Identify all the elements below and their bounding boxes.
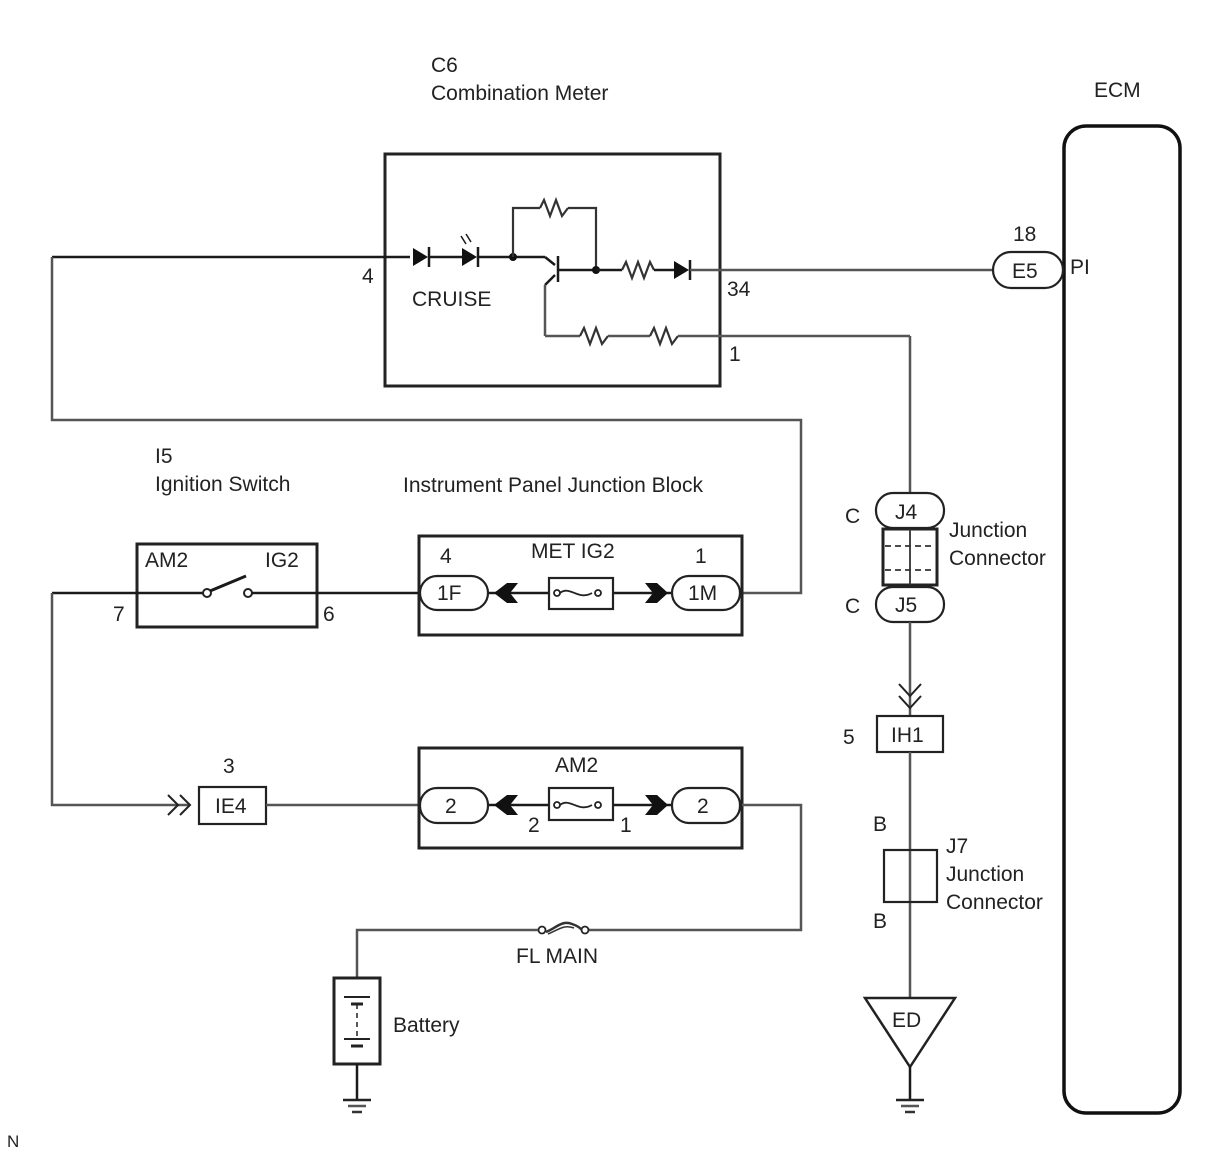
chevron-icon	[179, 794, 192, 816]
battery-box	[332, 976, 382, 1066]
ipjb-pin-4: 4	[440, 545, 452, 568]
led-icon	[462, 248, 477, 266]
ignition-switch-box	[135, 542, 319, 629]
fuse-icon	[553, 589, 602, 597]
junction-connector-name-line1: Junction	[949, 519, 1027, 542]
combination-meter-title: Combination Meter	[431, 82, 608, 105]
switch-icon	[52, 574, 420, 598]
meter-internal-circuit	[52, 196, 995, 348]
corner-mark: N	[7, 1132, 19, 1151]
ecm-terminal-pi: PI	[1070, 256, 1090, 279]
ip-junction-block-box	[417, 534, 744, 637]
connector-ie4-label: IE4	[215, 795, 247, 818]
meter-pin-1: 1	[729, 343, 741, 366]
ip-junction-block-title: Instrument Panel Junction Block	[403, 474, 703, 497]
ignition-switch-pin-6: 6	[323, 603, 335, 626]
met-ig2-fuse	[547, 576, 615, 611]
connector-1f	[418, 574, 490, 612]
connector-ie4	[197, 785, 268, 826]
am2-connector-left-label: 2	[445, 795, 457, 818]
ignition-switch-ig2: IG2	[265, 549, 299, 572]
ground-point-triangle	[862, 996, 958, 1070]
ignition-switch-title: Ignition Switch	[155, 473, 290, 496]
cruise-indicator-label: CRUISE	[412, 288, 491, 311]
connector-ih1-pin: 5	[843, 726, 855, 749]
connector-1m	[670, 574, 742, 612]
j7-name-line1: Junction	[946, 863, 1024, 886]
ground-icon	[343, 1098, 371, 1114]
chevron-icon	[167, 794, 180, 816]
ignition-switch-am2: AM2	[145, 549, 188, 572]
wire-ig2-to-meter	[50, 257, 803, 595]
am2-block-box	[417, 746, 744, 850]
j7-code: J7	[946, 835, 968, 858]
male-terminal-icon	[645, 795, 668, 815]
combination-meter-code: C6	[431, 54, 458, 77]
ground-point-label: ED	[892, 1009, 921, 1032]
battery-icon	[344, 996, 370, 1048]
chevron-icon	[898, 683, 922, 698]
j7-letter-top: B	[873, 813, 887, 836]
ecm-pin-number: 18	[1013, 223, 1036, 246]
ecm-connector-label: E5	[1012, 260, 1038, 283]
chevron-icon	[898, 695, 922, 710]
ecm-title: ECM	[1094, 79, 1141, 102]
j7-letter-bottom: B	[873, 910, 887, 933]
am2-connector-left	[418, 786, 490, 825]
connector-1f-label: 1F	[437, 582, 462, 605]
ipjb-pin-1: 1	[695, 545, 707, 568]
meter-pin-4: 4	[362, 265, 374, 288]
wire-fl-main-left	[355, 928, 538, 978]
fl-main-label: FL MAIN	[516, 945, 598, 968]
am2-fuse-pin-1: 1	[620, 814, 632, 837]
wire-fl-main-right	[586, 803, 803, 932]
battery-label: Battery	[393, 1014, 460, 1037]
am2-fuse-pin-2: 2	[528, 814, 540, 837]
wire-am2-feed	[50, 593, 190, 807]
ecm-connector-e5	[991, 250, 1065, 290]
connector-1m-label: 1M	[688, 582, 717, 605]
met-ig2-fuse-label: MET IG2	[531, 540, 615, 563]
fuse-icon	[553, 801, 602, 809]
fusible-link-icon	[537, 921, 590, 935]
j4-letter: C	[845, 505, 860, 528]
am2-connector-right	[670, 786, 742, 825]
am2-connector-right-label: 2	[697, 795, 709, 818]
male-terminal-icon	[645, 583, 668, 603]
connector-j5-label: J5	[895, 594, 917, 617]
ignition-switch-pin-7: 7	[113, 603, 125, 626]
diode-icon	[413, 248, 428, 266]
j7-junction-connector	[882, 848, 939, 904]
diode-icon	[674, 261, 689, 279]
female-terminal-icon	[494, 583, 518, 603]
ground-icon	[896, 1098, 924, 1114]
connector-ih1-label: IH1	[891, 724, 924, 747]
meter-pin-34: 34	[727, 278, 751, 301]
ecm-box	[1062, 124, 1182, 1115]
am2-fuse	[547, 786, 615, 822]
connector-j4-label: J4	[895, 501, 918, 524]
j7-name-line2: Connector	[946, 891, 1043, 914]
female-terminal-icon	[494, 795, 518, 815]
j5-letter: C	[845, 595, 860, 618]
connector-ie4-pin: 3	[223, 755, 235, 778]
junction-connector-name-line2: Connector	[949, 547, 1046, 570]
am2-fuse-label: AM2	[555, 754, 598, 777]
ignition-switch-code: I5	[155, 445, 173, 468]
